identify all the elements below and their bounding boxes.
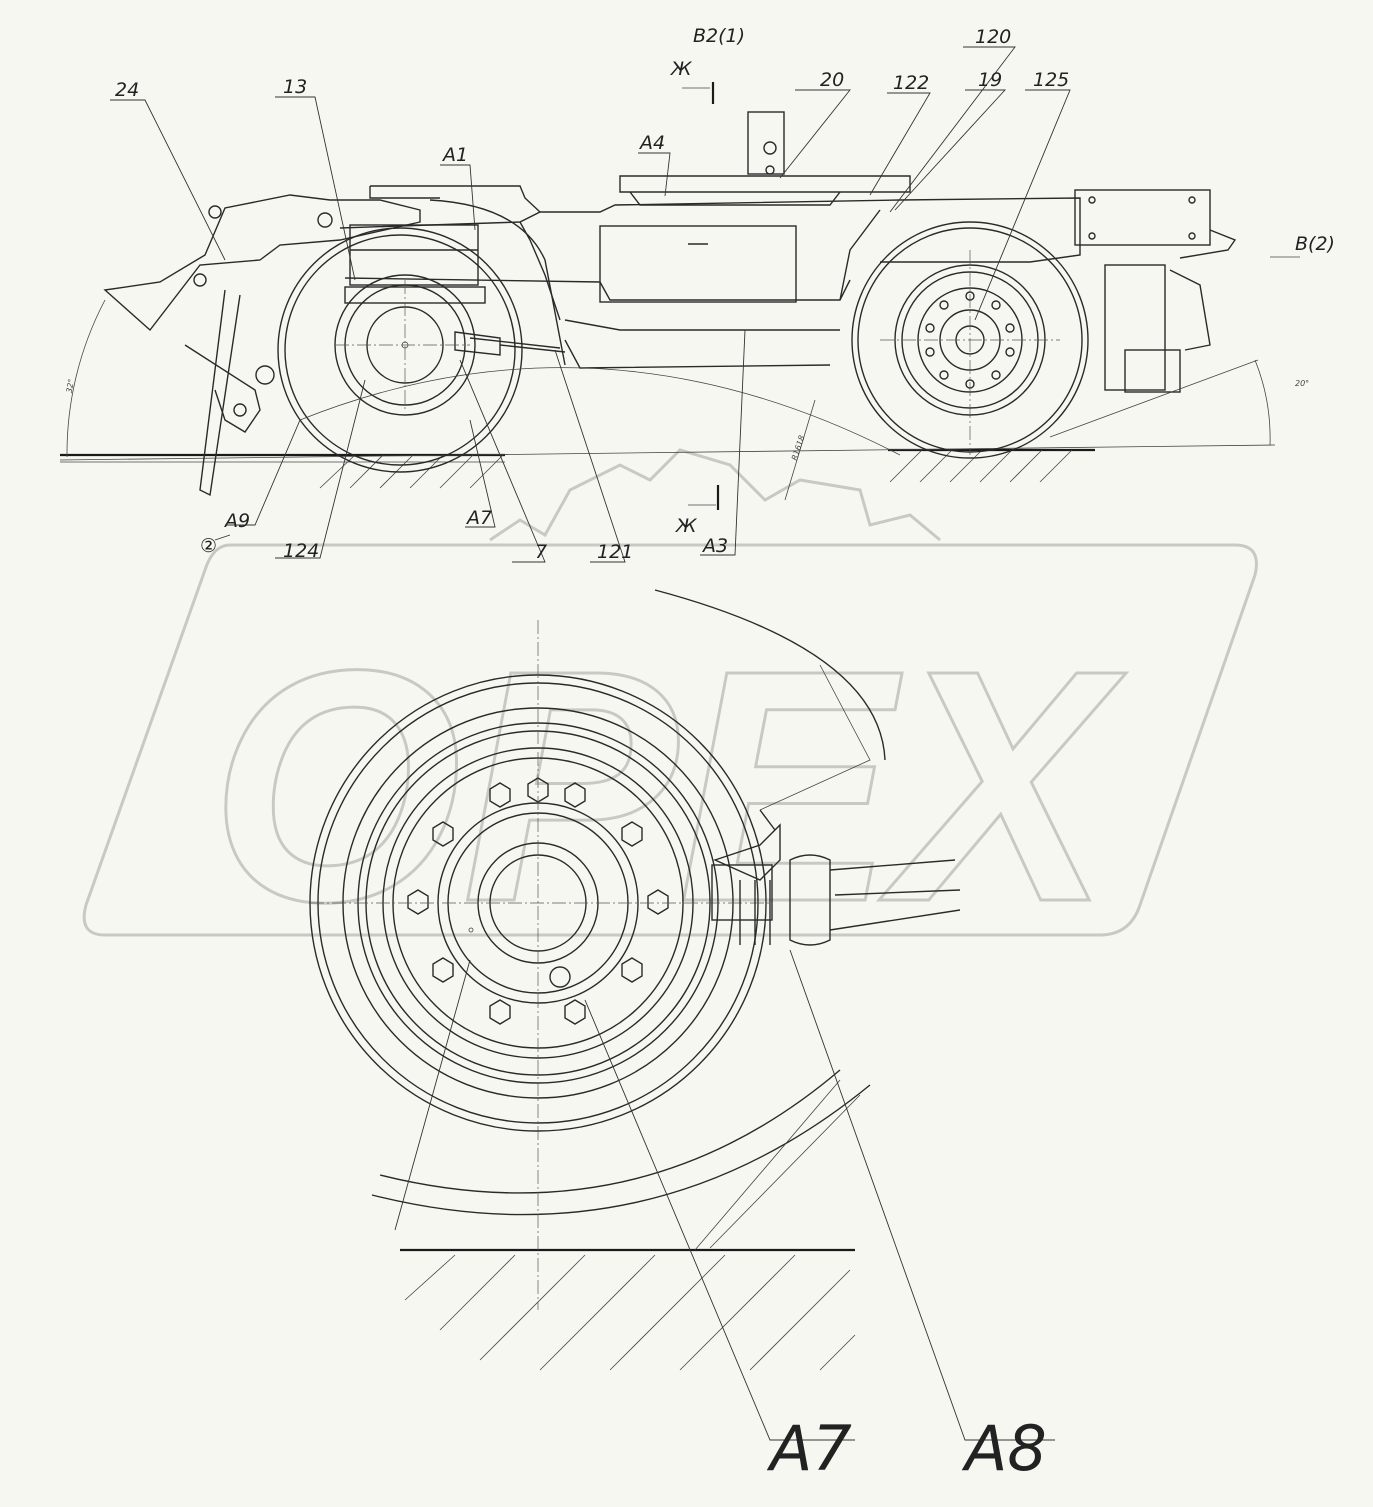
ground-lines: [59, 444, 1276, 489]
callout-a4: A4: [638, 132, 665, 154]
dimension-geometry: [66, 299, 1271, 501]
callout-125: 125: [1033, 69, 1069, 91]
callout-120: 120: [975, 26, 1011, 48]
callout-122: 122: [893, 72, 929, 94]
callout-b2-1: B2(1): [693, 25, 745, 47]
dimension-angle-left: 32°: [65, 378, 76, 394]
dimension-angle-right: 20°: [1295, 379, 1309, 388]
top-view-callouts: 24 13 A1 A4 B2(1) Ж 20 120 122 19 125 B(…: [65, 25, 1335, 563]
leader-lines: [110, 46, 1071, 563]
detail-view: [309, 589, 1055, 1441]
callout-13: 13: [283, 76, 307, 98]
detail-callouts: A7 A8: [766, 1412, 1047, 1485]
callout-19: 19: [978, 69, 1002, 91]
callout-124: 124: [283, 540, 319, 562]
callout-a7-detail: A7: [766, 1412, 852, 1485]
watermark: OPEX: [82, 448, 1258, 972]
tractor-chassis: [103, 111, 1237, 497]
callout-20: 20: [820, 69, 844, 91]
watermark-text: OPEX: [210, 601, 1127, 970]
callout-24: 24: [115, 79, 139, 101]
watermark-gear-outline: [489, 448, 941, 542]
watermark-badge-outline: [82, 543, 1258, 937]
rear-wheel: [851, 221, 1089, 459]
section-mark-zh-bottom: Ж: [675, 515, 698, 537]
callout-7: 7: [535, 541, 547, 563]
callout-a7-top: A7: [465, 507, 492, 529]
dimension-radius: R1618: [790, 434, 807, 461]
wheel-lug-nuts: [407, 777, 669, 1025]
view-mark-b2: B(2): [1295, 233, 1335, 255]
callout-121: 121: [597, 541, 633, 563]
callout-a3: A3: [701, 535, 728, 557]
callout-a8-detail: A8: [961, 1412, 1047, 1485]
callout-circled-2: ②: [200, 535, 217, 557]
callout-a9: A9: [223, 510, 250, 532]
callout-a1: A1: [441, 144, 468, 166]
section-mark-zh-top: Ж: [670, 58, 693, 80]
section-marks: [682, 82, 1300, 510]
front-wheel: [277, 227, 523, 473]
